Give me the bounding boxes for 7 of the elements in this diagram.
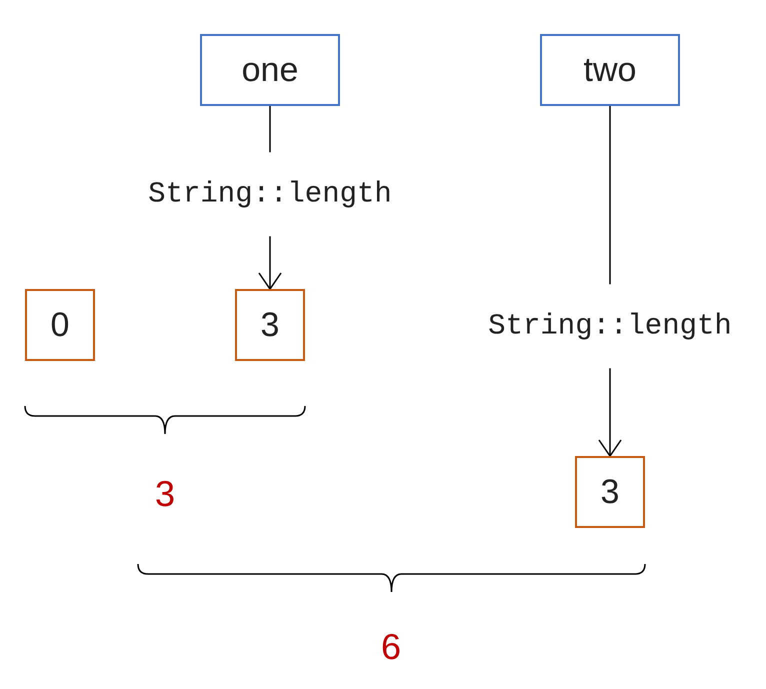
- value-box: 0: [25, 289, 95, 361]
- value-box: two: [540, 34, 680, 106]
- sum-value: 3: [154, 472, 176, 516]
- value-box: 3: [575, 456, 645, 528]
- sum-value: 6: [380, 625, 402, 669]
- value-box: 3: [235, 289, 305, 361]
- value-box: one: [200, 34, 340, 106]
